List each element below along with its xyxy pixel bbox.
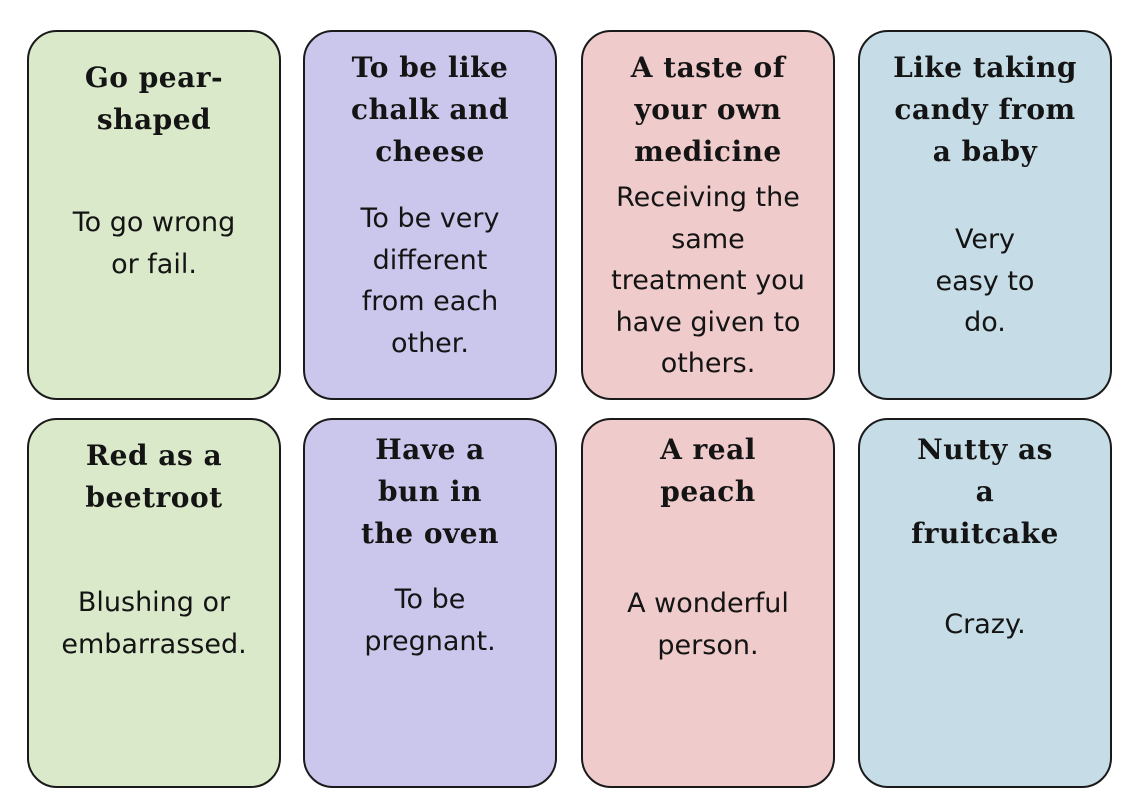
idiom-title: Red as a beetroot	[85, 439, 223, 514]
idiom-meaning: To be very different from each other.	[360, 203, 500, 359]
idiom-meaning: Blushing or embarrassed.	[61, 587, 247, 660]
idiom-meaning: To go wrong or fail.	[72, 207, 236, 280]
idiom-meaning: A wonderful person.	[627, 588, 789, 661]
idiom-meaning: Crazy.	[944, 609, 1026, 640]
idiom-card-chalk-and-cheese: To be like chalk and cheese To be very d…	[303, 30, 557, 400]
idiom-meaning: To be pregnant.	[364, 584, 496, 657]
idiom-title: A taste of your own medicine	[630, 51, 786, 168]
idiom-card-nutty-as-a-fruitcake: Nutty as a fruitcake Crazy.	[858, 418, 1112, 788]
idiom-meaning: Receiving the same treatment you have gi…	[611, 182, 805, 379]
idiom-card-a-real-peach: A real peach A wonderful person.	[581, 418, 835, 788]
idiom-title: To be like chalk and cheese	[351, 51, 509, 168]
idiom-card-taste-of-own-medicine: A taste of your own medicine Receiving t…	[581, 30, 835, 400]
idiom-title: Have a bun in the oven	[361, 433, 499, 550]
idiom-card-red-as-a-beetroot: Red as a beetroot Blushing or embarrasse…	[27, 418, 281, 788]
idiom-card-go-pear-shaped: Go pear- shaped To go wrong or fail.	[27, 30, 281, 400]
idiom-meaning: Very easy to do.	[935, 224, 1035, 338]
idiom-card-candy-from-a-baby: Like taking candy from a baby Very easy …	[858, 30, 1112, 400]
idiom-title: Go pear- shaped	[84, 61, 224, 136]
idiom-title: Nutty as a fruitcake	[911, 433, 1059, 550]
idiom-title: A real peach	[660, 433, 756, 508]
idiom-title: Like taking candy from a baby	[893, 51, 1077, 168]
idiom-card-bun-in-the-oven: Have a bun in the oven To be pregnant.	[303, 418, 557, 788]
